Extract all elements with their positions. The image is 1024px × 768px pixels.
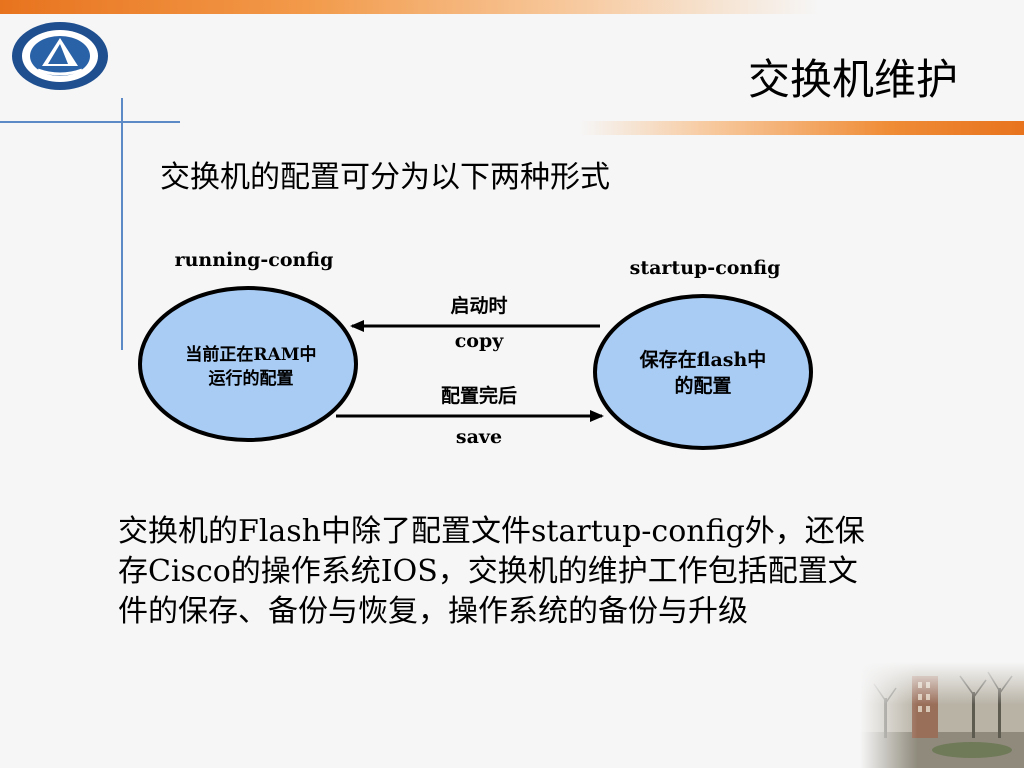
vertical-divider xyxy=(121,98,123,350)
startup-config-heading: startup-config xyxy=(630,257,781,279)
save-arrow-label-below: save xyxy=(456,426,502,448)
startup-config-node xyxy=(593,294,813,450)
campus-photo-icon xyxy=(860,662,1024,768)
slide-title: 交换机维护 xyxy=(747,55,958,104)
title-accent-band xyxy=(580,121,1024,135)
top-accent-band xyxy=(0,0,1024,14)
copy-arrow-label-above: 启动时 xyxy=(450,294,507,317)
running-config-line2: 运行的配置 xyxy=(209,368,294,389)
horizontal-divider xyxy=(0,121,180,123)
school-logo-icon xyxy=(12,22,108,90)
startup-config-line2: 的配置 xyxy=(674,374,731,397)
copy-arrow-label-below: copy xyxy=(455,330,505,352)
save-arrow-label-above: 配置完后 xyxy=(441,384,517,407)
body-paragraph: 交换机的Flash中除了配置文件startup-config外，还保存Cisco… xyxy=(118,514,865,629)
startup-config-line1: 保存在flash中 xyxy=(639,348,767,371)
running-config-node xyxy=(138,286,358,442)
slide-subtitle: 交换机的配置可分为以下两种形式 xyxy=(160,160,610,195)
running-config-heading: running-config xyxy=(175,249,334,271)
running-config-line1: 当前正在RAM中 xyxy=(185,344,316,365)
